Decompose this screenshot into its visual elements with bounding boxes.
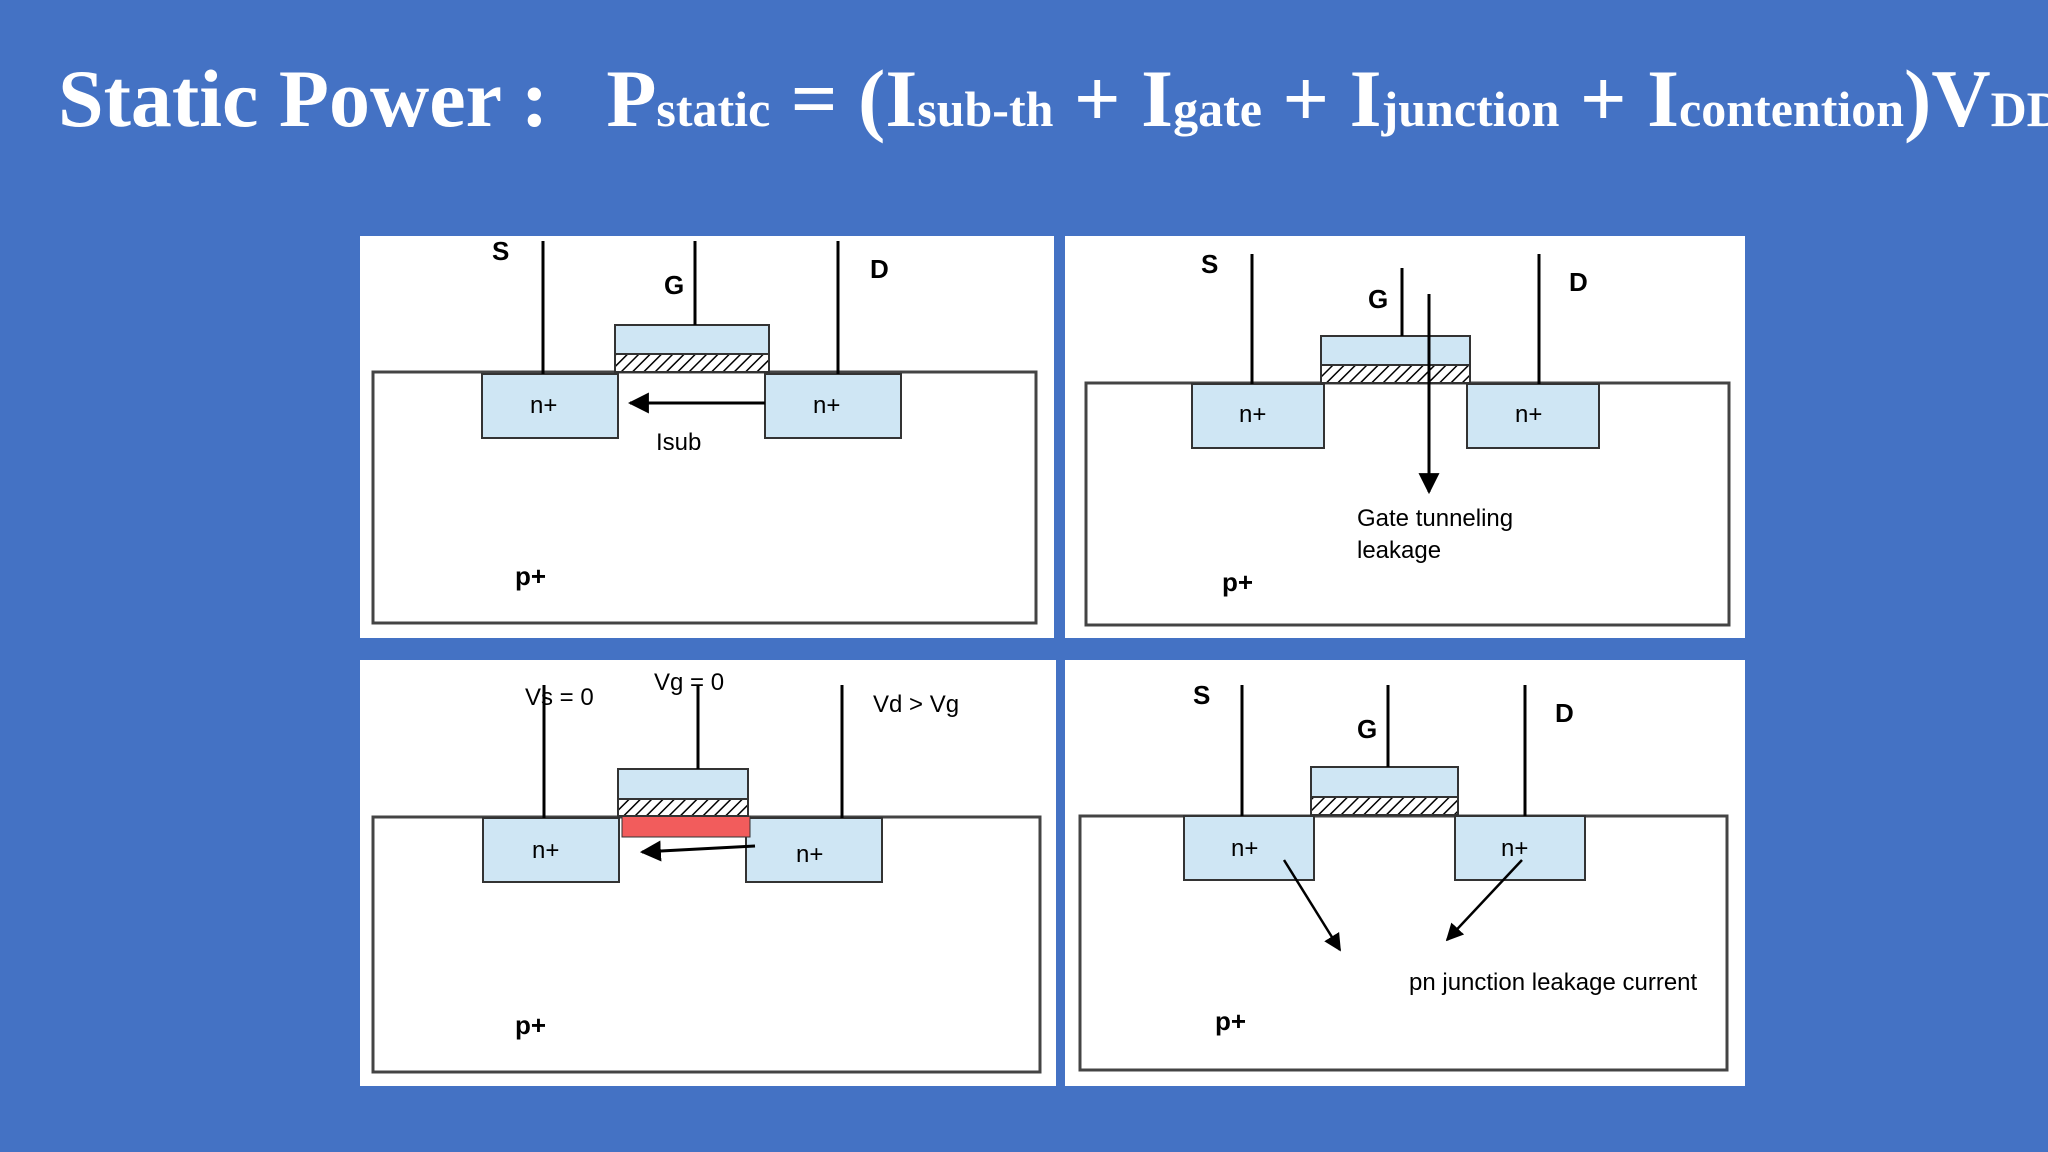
source-label: S [1193, 680, 1210, 710]
contention-diagram: Vs = 0 Vg = 0 Vd > Vg n+ n+ p+ [371, 669, 1042, 1074]
substrate-label: p+ [515, 1010, 546, 1040]
source-n-plus-label: n+ [1231, 835, 1258, 862]
gate-oxide [614, 353, 770, 373]
gate-oxide [617, 798, 749, 817]
gate-label: G [1368, 284, 1388, 314]
p-substrate [371, 370, 1038, 625]
gate-label: G [1357, 714, 1377, 744]
gate-tunneling-label-line2: leakage [1357, 537, 1441, 564]
drain-n-plus-label: n+ [813, 392, 840, 419]
drain-n-plus-label: n+ [1501, 835, 1528, 862]
substrate-label: p+ [515, 561, 546, 591]
gate-electrode [614, 324, 770, 355]
drain-diffusion [1454, 815, 1586, 881]
p-substrate [1078, 814, 1729, 1072]
source-junction-leakage-arrow [1282, 859, 1342, 952]
drain-label: D [1569, 267, 1588, 297]
source-n-plus-label: n+ [1239, 401, 1266, 428]
drain-label: D [870, 254, 889, 284]
source-diffusion [481, 373, 619, 439]
gate-tunneling-diagram: S G D n+ n+ Gate tunneling leakage p+ [1084, 249, 1731, 627]
source-diffusion [1191, 383, 1325, 449]
title-label: Static Power : [58, 53, 549, 144]
drain-diffusion [1466, 383, 1600, 449]
equation: Pstatic = (Isub-th + Igate + Ijunction +… [606, 53, 2048, 144]
p-substrate [1084, 381, 1731, 627]
junction-leakage-diagram: S G D n+ n+ pn junction leakage current … [1078, 680, 1729, 1072]
substrate-label: p+ [1222, 567, 1253, 597]
gate-label: G [664, 270, 684, 300]
isub-label: Isub [656, 429, 701, 456]
subthreshold-diagram: S G D n+ n+ Isub p+ [371, 236, 1038, 625]
gate-tunneling-panel: S G D n+ n+ Gate tunneling leakage p+ [1065, 236, 1745, 638]
source-diffusion [482, 817, 620, 883]
drain-n-plus-label: n+ [1515, 401, 1542, 428]
drain-junction-leakage-arrow [1445, 859, 1523, 942]
vg-label: Vg = 0 [654, 669, 724, 696]
substrate-label: p+ [1215, 1006, 1246, 1036]
channel-current-arrow [639, 840, 756, 862]
gate-electrode [1320, 335, 1471, 366]
source-diffusion [1183, 815, 1315, 881]
drain-diffusion [745, 817, 883, 883]
drain-n-plus-label: n+ [796, 841, 823, 868]
source-label: S [1201, 249, 1218, 279]
vs-label: Vs = 0 [525, 684, 594, 711]
gate-oxide [1320, 364, 1471, 384]
pn-junction-leakage-label: pn junction leakage current [1409, 969, 1698, 996]
source-label: S [492, 236, 509, 266]
source-n-plus-label: n+ [532, 837, 559, 864]
p-substrate [371, 815, 1042, 1074]
inversion-channel [621, 815, 751, 838]
contention-panel: Vs = 0 Vg = 0 Vd > Vg n+ n+ p+ [360, 660, 1056, 1086]
drain-diffusion [764, 373, 902, 439]
source-n-plus-label: n+ [530, 392, 557, 419]
junction-leakage-panel: S G D n+ n+ pn junction leakage current … [1065, 660, 1745, 1086]
gate-electrode [1310, 766, 1459, 798]
vd-label: Vd > Vg [873, 691, 959, 718]
gate-oxide [1310, 796, 1459, 816]
gate-electrode [617, 768, 749, 800]
subthreshold-leakage-panel: S G D n+ n+ Isub p+ [360, 236, 1054, 638]
drain-label: D [1555, 698, 1574, 728]
slide-title: Static Power :Pstatic = (Isub-th + Igate… [58, 58, 2048, 140]
gate-tunneling-label-line1: Gate tunneling [1357, 505, 1513, 532]
